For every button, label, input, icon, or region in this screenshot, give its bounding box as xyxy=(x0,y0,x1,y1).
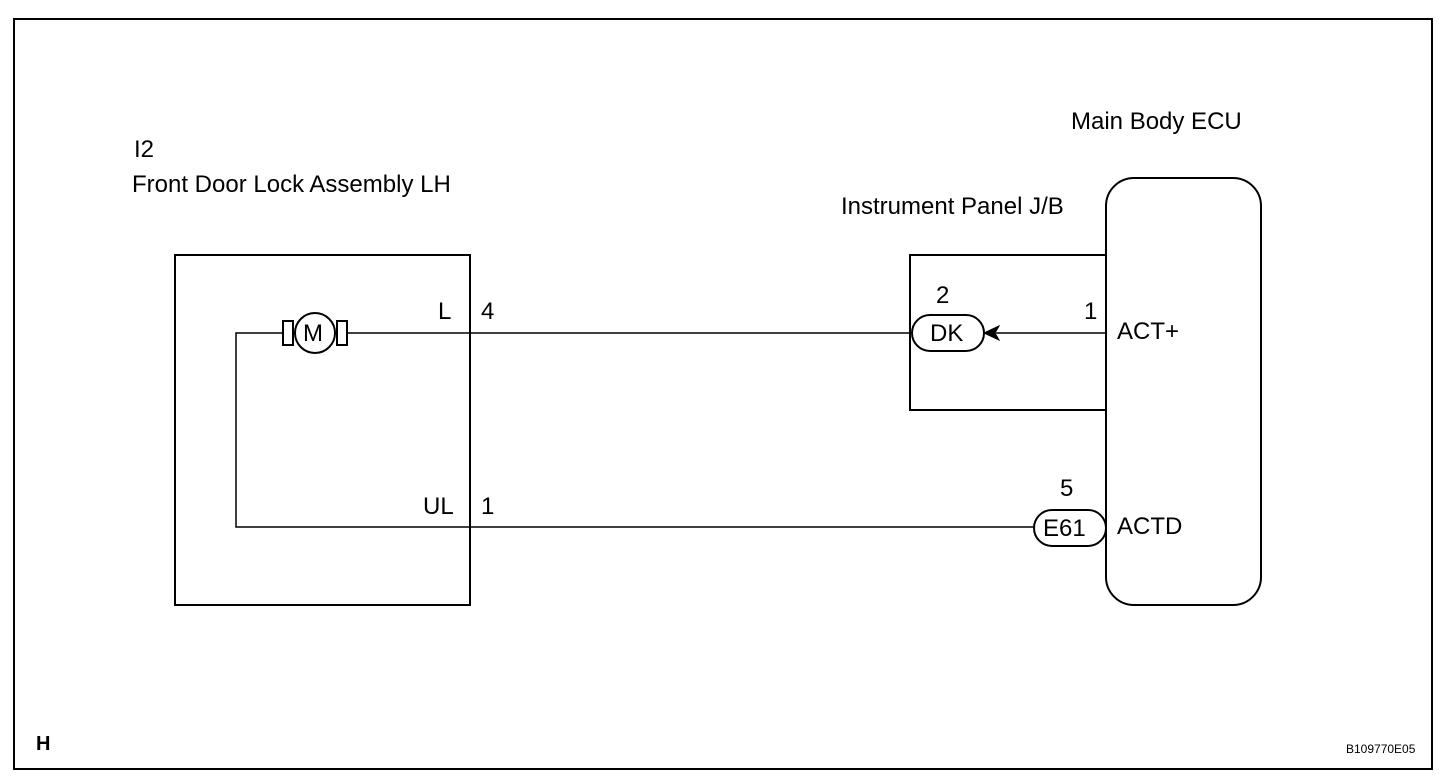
e61-pin-label: 5 xyxy=(1060,475,1074,502)
frame-code: H xyxy=(36,733,51,755)
junction-block-box xyxy=(909,254,1106,411)
ecu-pin-1-label: 1 xyxy=(1084,298,1098,325)
ecu-box xyxy=(1105,177,1262,606)
connector-dk-label: DK xyxy=(930,320,964,347)
pin-4-label: 4 xyxy=(481,298,495,325)
motor-internal-wire xyxy=(235,332,470,528)
junction-block-title: Instrument Panel J/B xyxy=(841,193,1064,220)
ecu-title: Main Body ECU xyxy=(1071,108,1242,135)
dk-pin-label: 2 xyxy=(936,282,950,309)
figure-id: B109770E05 xyxy=(1346,742,1416,756)
signal-ul-label: UL xyxy=(423,493,454,520)
terminal-act-plus-label: ACT+ xyxy=(1117,318,1180,345)
signal-l-label: L xyxy=(438,298,452,325)
pin-1-label: 1 xyxy=(481,493,495,520)
terminal-actd-label: ACTD xyxy=(1117,513,1183,540)
connector-e61-label: E61 xyxy=(1043,515,1086,542)
door-lock-assembly-box xyxy=(174,254,471,606)
door-lock-title: Front Door Lock Assembly LH xyxy=(132,171,451,198)
diagram-frame xyxy=(13,18,1433,770)
door-lock-connector-id: I2 xyxy=(134,136,155,163)
motor-label: M xyxy=(303,320,323,347)
arrowhead-icon xyxy=(982,324,1001,342)
